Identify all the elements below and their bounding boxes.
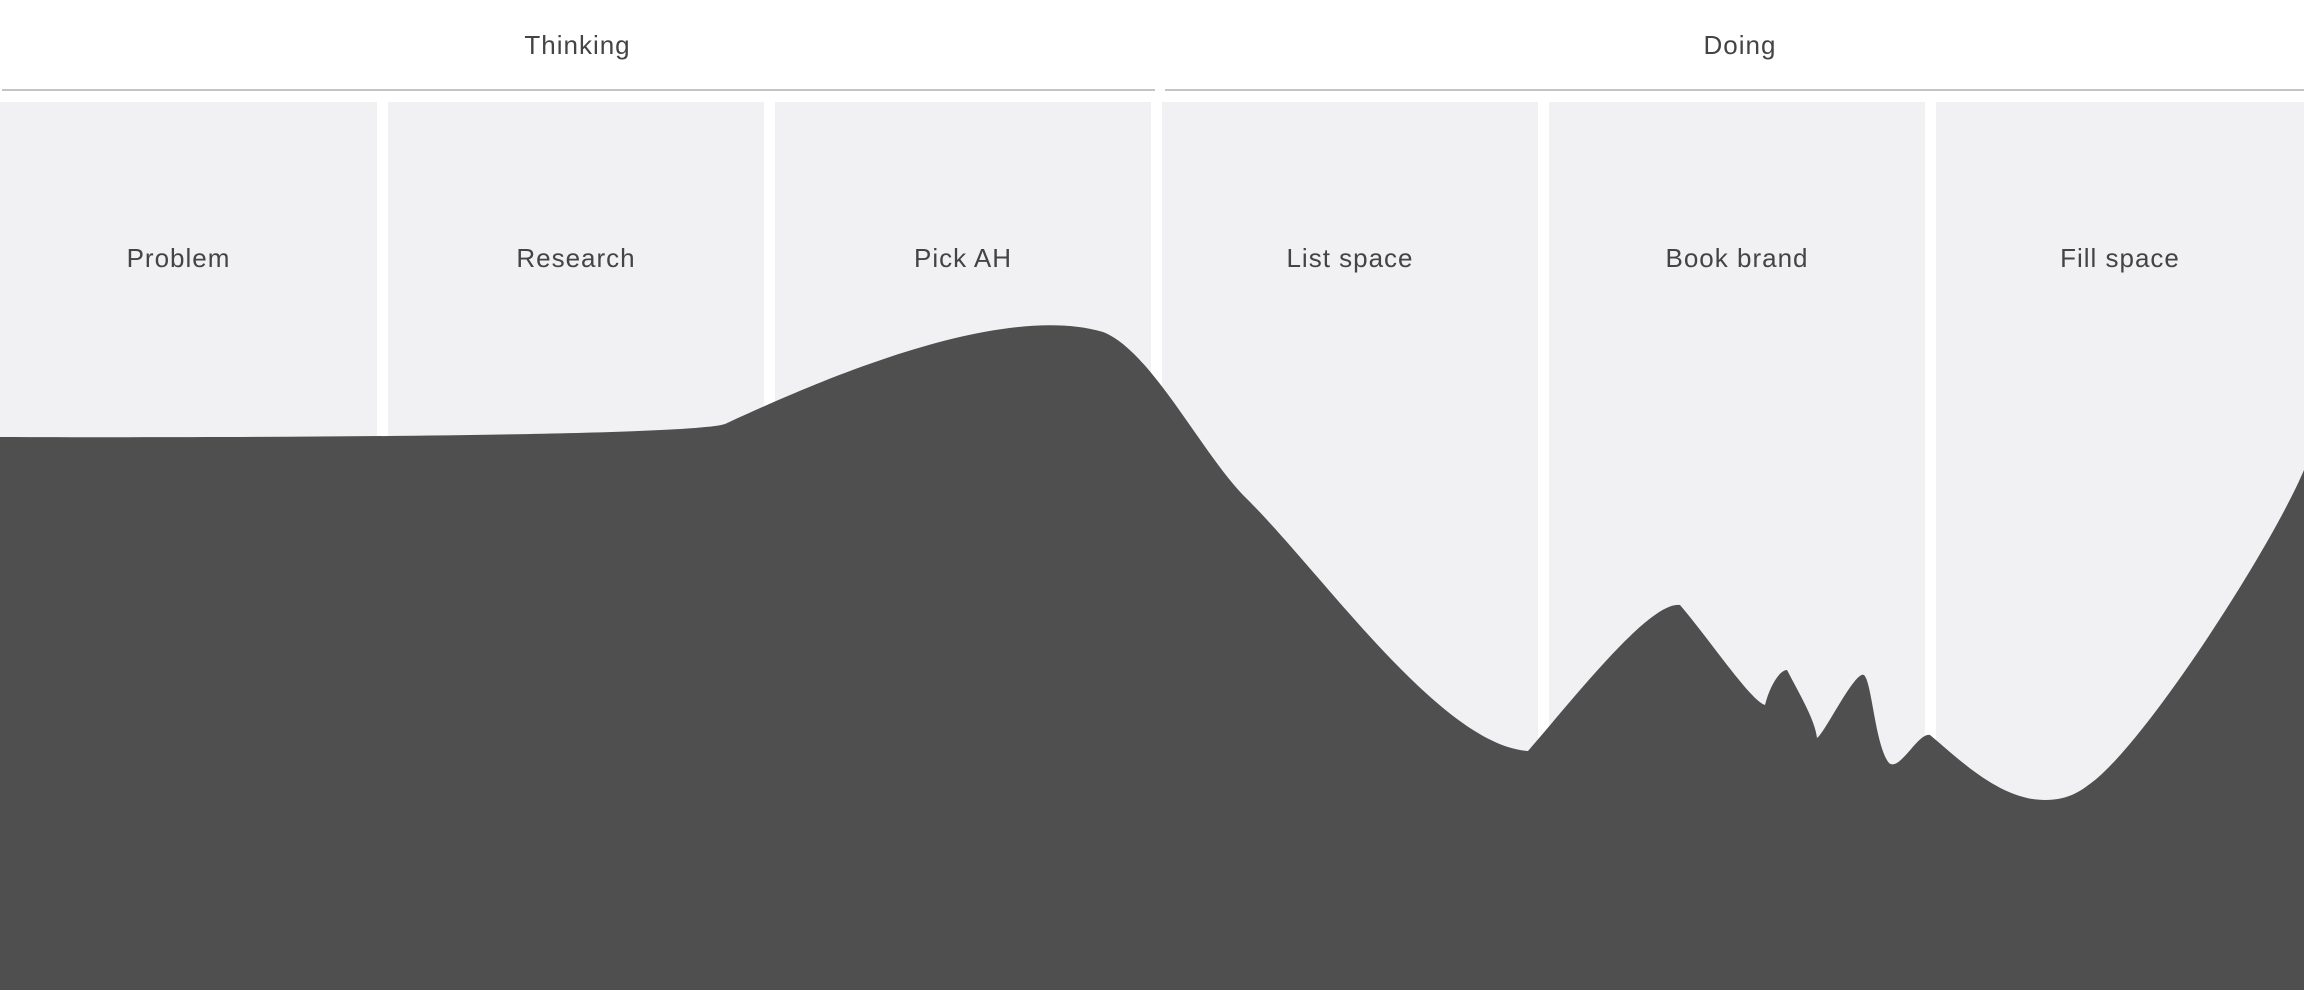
phase-rule-thinking <box>2 89 1155 91</box>
stage-label: Book brand <box>1665 243 1809 273</box>
phase-title-doing: Doing <box>1703 30 1777 60</box>
phase-rule-doing <box>1165 89 2304 91</box>
stage-label: Research <box>516 243 636 273</box>
stage-label: Problem <box>126 243 231 273</box>
journey-curve-area <box>0 325 2304 990</box>
stage-label: Fill space <box>2060 243 2180 273</box>
stage-label: Pick AH <box>913 243 1013 273</box>
phase-title-thinking: Thinking <box>524 30 631 60</box>
stage-label: List space <box>1286 243 1414 273</box>
